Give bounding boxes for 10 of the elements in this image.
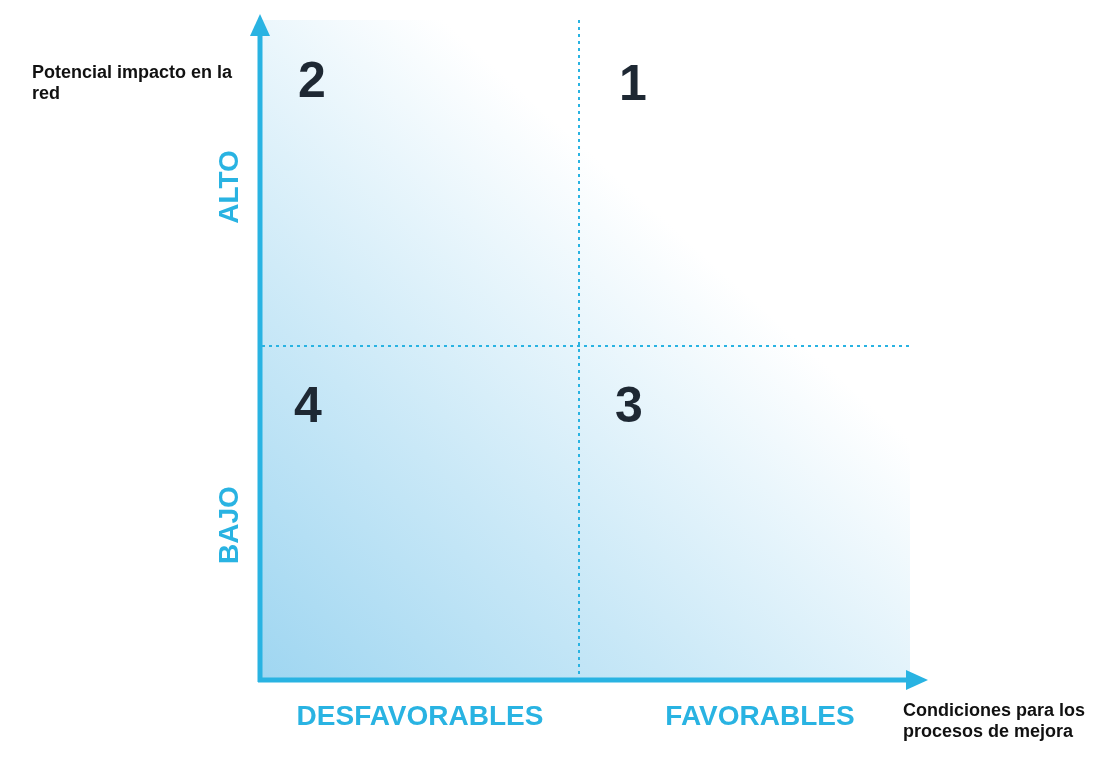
axis-title: Condiciones para los procesos de mejora [903, 700, 1087, 742]
axis-title: Potencial impacto en la red [32, 62, 234, 104]
axis-category-label: DESFAVORABLES [296, 699, 544, 733]
axis-category-label: ALTO [212, 150, 245, 224]
quadrant-number: 3 [615, 377, 643, 435]
axis-category-label: BAJO [212, 486, 245, 564]
axis-category-label: FAVORABLES [665, 699, 855, 733]
quadrant-number: 1 [619, 55, 647, 113]
quadrant-number: 4 [294, 377, 322, 435]
quadrant-number: 2 [298, 52, 326, 110]
